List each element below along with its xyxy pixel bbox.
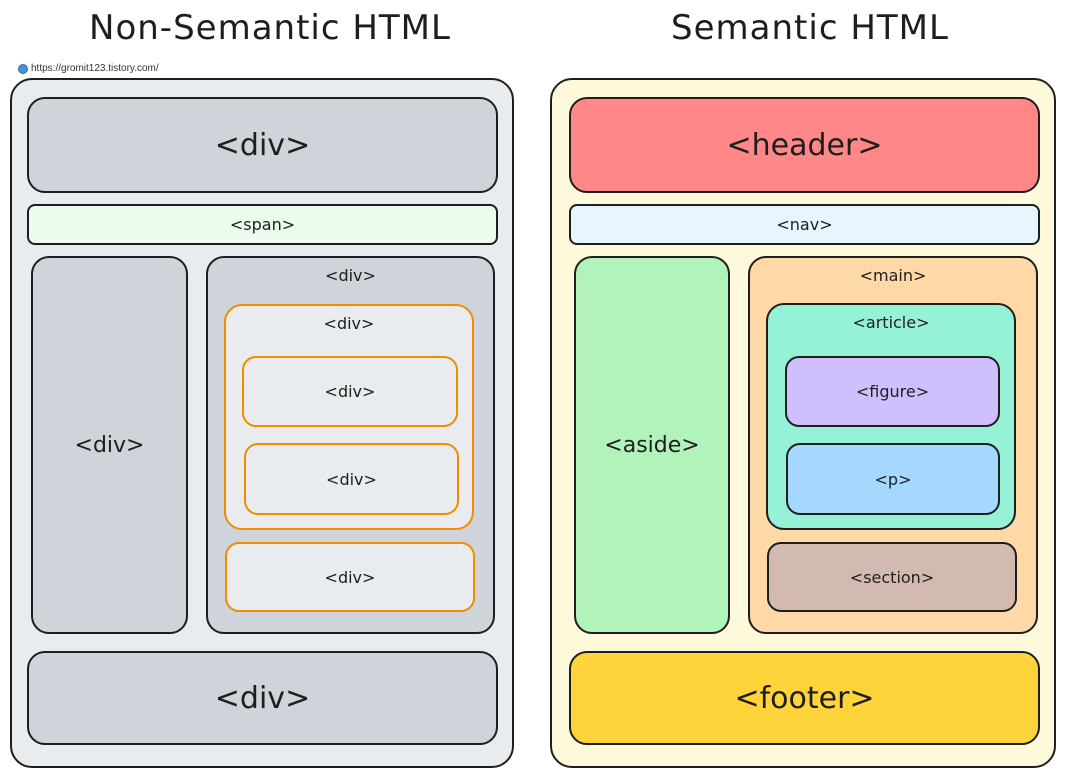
aside-element: <aside>	[574, 256, 730, 634]
figure-element: <figure>	[785, 356, 1000, 427]
ns-footer-div: <div>	[27, 651, 498, 745]
ns-span: <span>	[27, 204, 498, 245]
right-title: Semantic HTML	[671, 8, 949, 48]
ns-section-div: <div>	[225, 542, 475, 612]
ns-header-div: <div>	[27, 97, 498, 193]
globe-icon	[18, 63, 28, 74]
nav-element: <nav>	[569, 204, 1040, 245]
watermark-url: https://gromit123.tistory.com/	[31, 63, 159, 74]
left-title: Non-Semantic HTML	[89, 8, 451, 48]
ns-p-div: <div>	[244, 443, 459, 515]
watermark: https://gromit123.tistory.com/	[18, 63, 159, 74]
p-element: <p>	[786, 443, 1000, 515]
footer-element: <footer>	[569, 651, 1040, 745]
ns-aside-div: <div>	[31, 256, 188, 634]
header-element: <header>	[569, 97, 1040, 193]
section-element: <section>	[767, 542, 1017, 612]
ns-figure-div: <div>	[242, 356, 458, 427]
